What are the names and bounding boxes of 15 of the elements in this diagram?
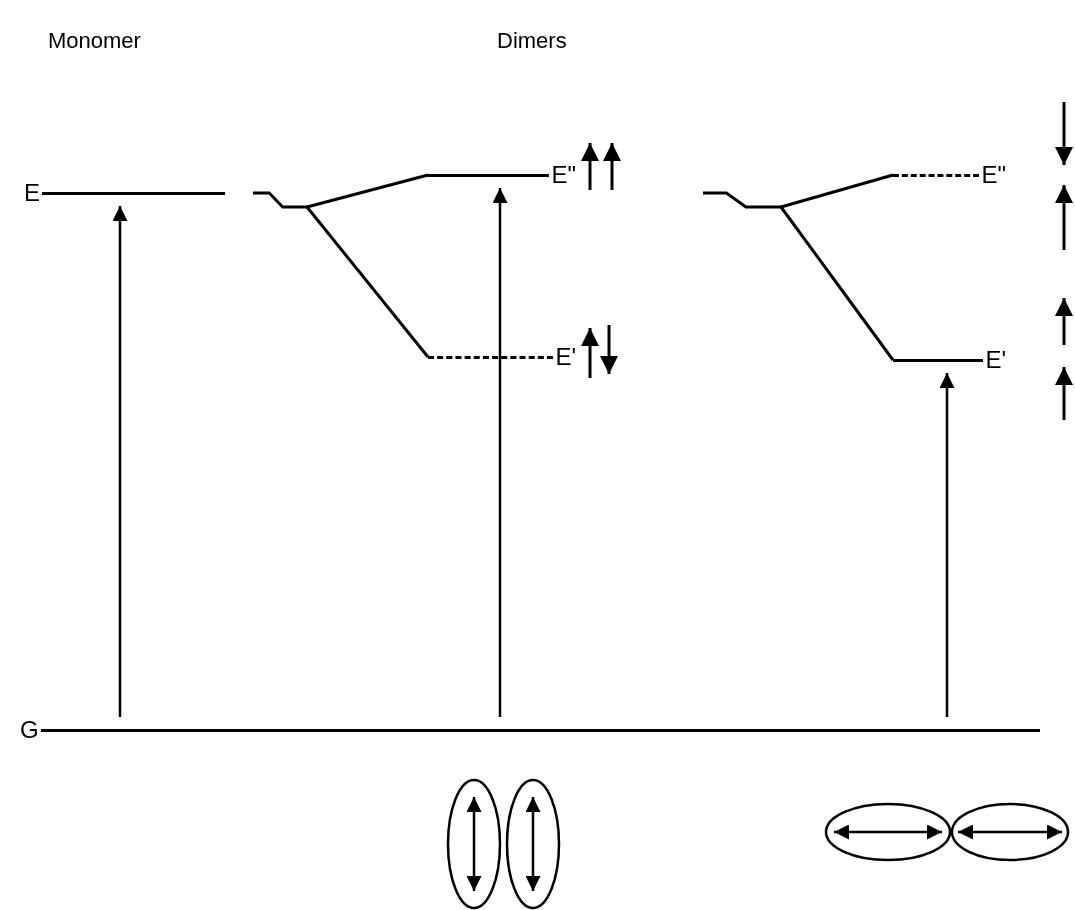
level-label: E' — [554, 344, 577, 370]
level-label: E" — [980, 162, 1007, 188]
transition-arrow — [939, 373, 955, 717]
splitting-line — [305, 206, 430, 358]
splitting-line — [780, 173, 894, 209]
transition-arrow — [112, 206, 128, 717]
column-heading: Dimers — [497, 28, 567, 54]
level-label: E' — [984, 347, 1007, 373]
level-label: E" — [550, 162, 577, 188]
transition-arrow — [492, 188, 508, 717]
level-label: E — [23, 180, 41, 206]
splitting-line — [779, 206, 895, 361]
column-heading: Monomer — [48, 28, 141, 54]
splitting-line — [306, 173, 429, 209]
level-label: G — [19, 717, 40, 743]
